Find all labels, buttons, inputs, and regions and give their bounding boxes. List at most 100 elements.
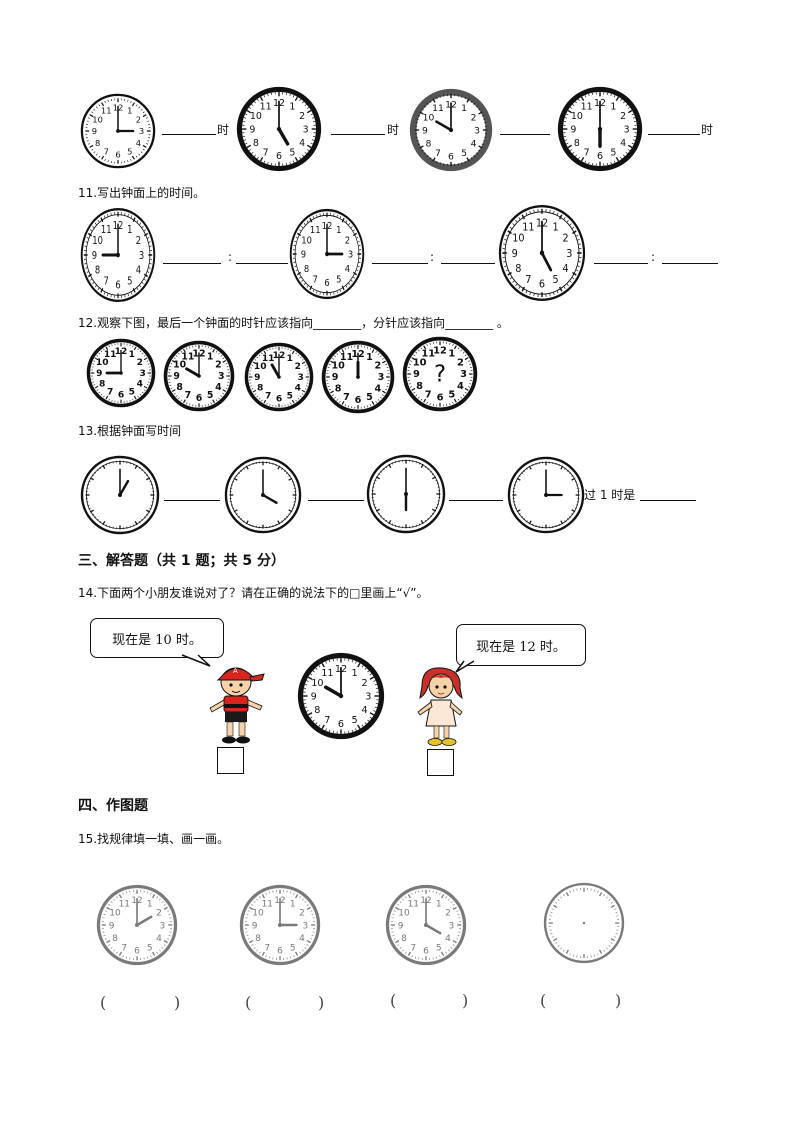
answer-blank[interactable] [308,500,364,501]
tick-mark [457,934,460,937]
tick-mark [269,348,271,351]
answer-blank[interactable] [648,134,700,135]
hour-hand [435,120,453,132]
hour-blank[interactable] [372,263,428,264]
hour-blank[interactable] [163,263,221,264]
clock-numeral: 7 [185,390,192,401]
tick-mark [613,160,616,163]
minute-blank[interactable] [441,263,495,264]
tick-mark [625,103,628,106]
answer-blank[interactable] [331,134,385,135]
tick-mark [92,381,95,383]
tick-mark [393,910,396,912]
hour-hand [424,923,442,935]
tick-mark [134,521,138,526]
tick-mark [267,162,269,165]
tick-mark [189,346,191,349]
tick-mark [432,157,436,162]
clock-numeral: 4 [345,263,350,275]
tick-mark [146,509,151,513]
answer-checkbox-boy[interactable] [217,747,244,774]
tick-mark [246,913,249,916]
tick-mark [310,142,313,145]
paren-close: ) [318,993,325,1012]
tick-mark [525,290,528,294]
tick-mark [388,463,392,468]
tick-mark [571,509,576,513]
tick-mark [351,729,354,733]
tick-mark [147,381,150,383]
clock-numeral: 4 [215,382,222,393]
tick-mark [132,524,135,527]
tick-mark [466,157,470,162]
minute-blank[interactable] [236,263,288,264]
clock-numeral: 2 [620,111,626,122]
tick-mark [266,402,268,405]
tick-mark [294,96,299,102]
clock-numeral: 10 [109,909,121,919]
answer-checkbox-girl[interactable] [427,749,454,776]
clock-numeral: 5 [289,148,295,159]
tick-mark [297,232,301,237]
tick-mark [620,156,623,160]
answer-blank[interactable] [164,500,220,501]
tick-mark [453,398,457,403]
tick-mark [299,395,302,398]
question-15-title: 15.找规律填一填、画一画。 [78,832,230,846]
tick-mark [461,95,463,98]
answer-blank[interactable] [640,500,696,501]
tick-mark [361,724,364,727]
answer-blank[interactable] [449,500,503,501]
tick-mark [450,946,453,949]
tick-mark [452,940,457,944]
tick-mark [110,901,113,904]
tick-mark [249,523,251,526]
answer-blank[interactable] [114,1008,170,1009]
tick-mark [460,349,463,352]
tick-mark [417,396,420,399]
tick-mark [429,100,432,103]
tick-mark [571,475,574,477]
tick-mark [528,465,532,470]
minute-blank[interactable] [662,263,718,264]
clock-numeral: 7 [343,392,350,403]
tick-mark [139,285,142,288]
empty-clock[interactable] [543,882,625,964]
tick-mark [91,474,94,477]
tick-mark [246,109,252,114]
clock-numeral: 1 [610,101,616,112]
tick-mark [413,354,416,357]
tick-mark [375,476,380,480]
tick-mark [352,276,355,279]
tick-mark [366,405,369,408]
tick-mark [138,153,141,156]
tick-mark [87,484,90,486]
tick-mark [571,513,574,515]
answer-blank[interactable] [162,134,216,135]
clock-numeral: 10 [254,362,267,372]
tick-mark [369,347,372,350]
tick-mark [170,387,173,389]
tick-mark [382,517,385,520]
tick-mark [289,891,292,894]
tick-mark [556,290,559,294]
hour-blank[interactable] [594,263,648,264]
tick-mark [299,156,302,160]
tick-mark [464,357,469,361]
tick-mark [108,944,111,946]
paren-open: ( [390,991,397,1010]
tick-mark [286,472,289,475]
tick-mark [417,115,421,117]
tick-mark [186,402,188,405]
tick-mark [267,93,269,96]
tick-mark [259,951,261,954]
clock-numeral: 3 [218,371,225,382]
tick-mark [351,659,354,663]
tick-mark [253,154,256,157]
tick-mark [597,890,599,893]
tick-mark [145,143,148,145]
answer-blank[interactable] [500,134,550,135]
tick-mark [100,287,104,293]
tick-mark [143,389,146,391]
